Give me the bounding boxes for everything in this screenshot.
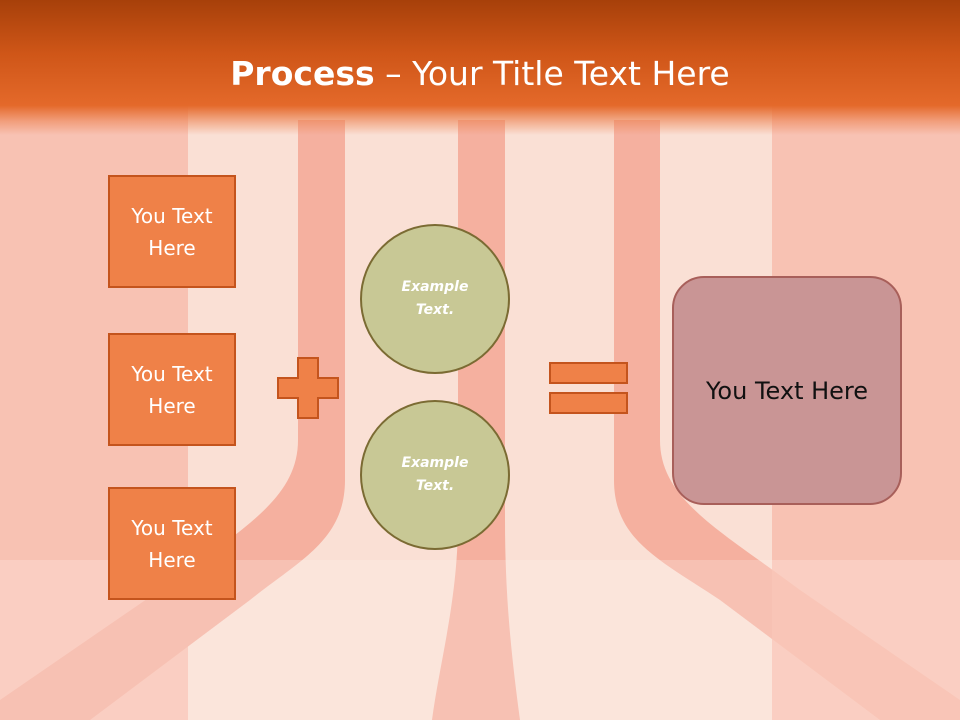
page-title: Process – Your Title Text Here: [0, 52, 960, 96]
equals-icon: [549, 362, 628, 414]
text-box-1[interactable]: You Text Here: [108, 175, 236, 288]
example-circle-1[interactable]: Example Text.: [360, 224, 510, 374]
plus-icon: [277, 357, 339, 419]
text-box-3[interactable]: You Text Here: [108, 487, 236, 600]
result-box[interactable]: You Text Here: [672, 276, 902, 505]
text-box-2[interactable]: You Text Here: [108, 333, 236, 446]
title-bar: [0, 0, 960, 135]
title-bold: Process: [230, 54, 375, 93]
title-rest: – Your Title Text Here: [374, 54, 730, 93]
example-circle-2[interactable]: Example Text.: [360, 400, 510, 550]
